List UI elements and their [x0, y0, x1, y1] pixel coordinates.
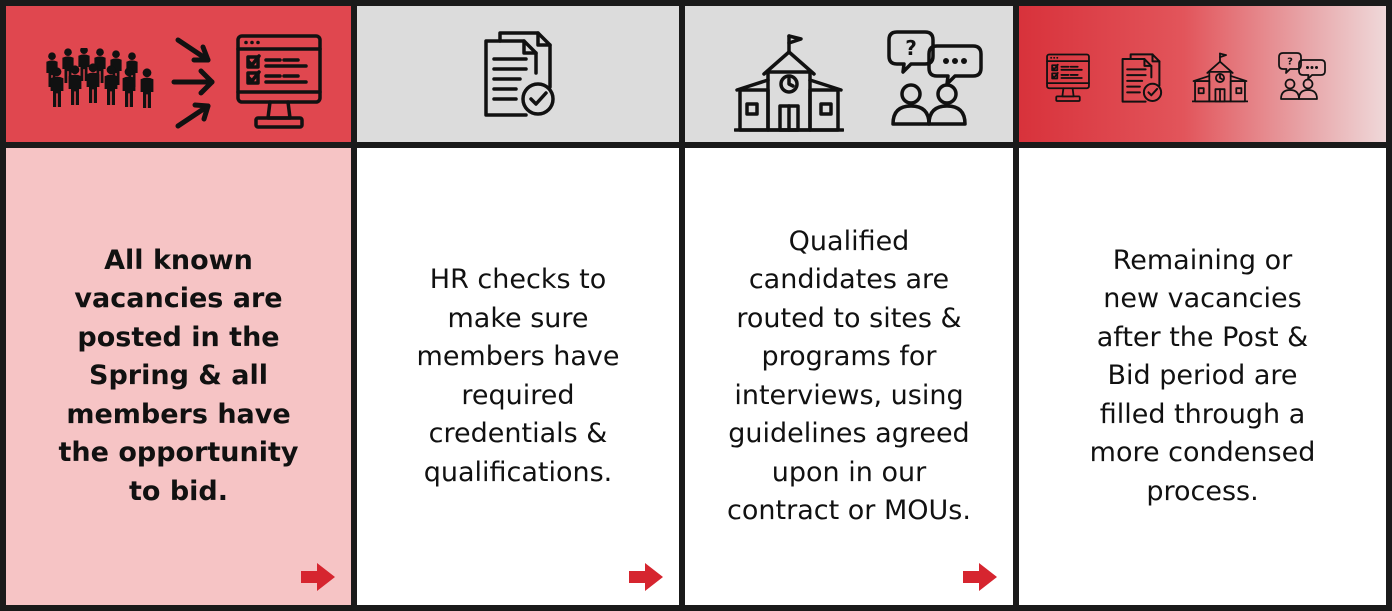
people-group-icon	[46, 48, 154, 108]
interview-chat-icon	[1277, 48, 1327, 104]
step-3-header	[685, 6, 1013, 142]
document-check-icon	[1118, 52, 1164, 104]
step-3-text: Qualified candidates are routed to sites…	[727, 225, 971, 527]
right-arrow-icon	[301, 563, 335, 591]
step-1-text: All known vacancies are posted in the Sp…	[58, 244, 299, 507]
computer-checklist-icon	[234, 32, 324, 132]
arrows-icon	[171, 37, 215, 129]
document-check-icon	[478, 29, 558, 119]
step-4-header	[1019, 6, 1386, 142]
interview-chat-icon	[885, 26, 985, 130]
step-2-header	[357, 6, 679, 142]
step-2-text: HR checks to make sure members have requ…	[416, 264, 620, 488]
step-4-text: Remaining or new vacancies after the Pos…	[1089, 244, 1316, 507]
step-2-body: HR checks to make sure members have requ…	[357, 148, 679, 605]
right-arrow-icon	[629, 563, 663, 591]
computer-checklist-icon	[1045, 52, 1091, 104]
school-building-icon	[734, 34, 844, 134]
step-3-body: Qualified candidates are routed to sites…	[685, 148, 1013, 605]
step-1-header	[6, 6, 351, 142]
school-building-icon	[1192, 52, 1248, 104]
step-1-body: All known vacancies are posted in the Sp…	[6, 148, 351, 605]
step-4-body: Remaining or new vacancies after the Pos…	[1019, 148, 1386, 605]
right-arrow-icon	[963, 563, 997, 591]
